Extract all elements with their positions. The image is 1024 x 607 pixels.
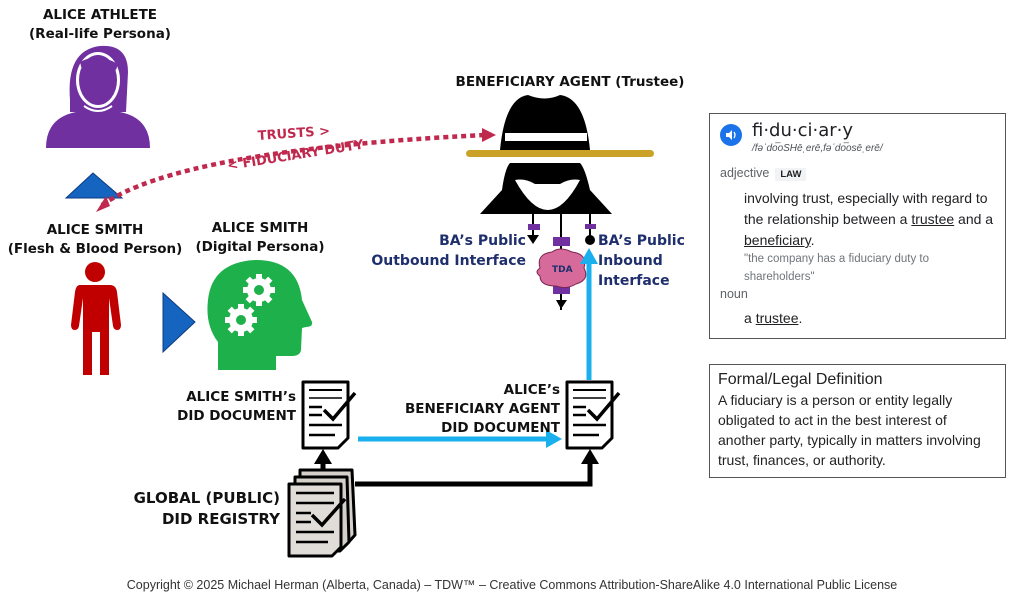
registry-line-1: GLOBAL (PUBLIC) (133, 489, 280, 507)
adj-def-end: . (810, 232, 815, 248)
trust-arrow (96, 128, 496, 212)
alice-did-doc-line-2: DID DOCUMENT (177, 408, 296, 424)
dictionary-pronunciation: /fəˈdo͞oSHēˌerē,fəˈdo͞osēˌerē/ (752, 143, 883, 154)
formal-definition-heading: Formal/Legal Definition (718, 371, 883, 388)
beneficiary-agent-label: BENEFICIARY AGENT (Trustee) (455, 74, 685, 90)
alice-athlete-title: ALICE ATHLETE (42, 7, 158, 23)
ba-did-doc-line-3: DID DOCUMENT (441, 420, 560, 436)
inbound-line-3: Interface (598, 273, 670, 289)
outbound-interface-label: BA’s Public Outbound Interface (350, 231, 526, 271)
adjective-label: adjective (720, 166, 770, 180)
real-life-persona-icon (46, 45, 150, 148)
inbound-socket-icon (585, 235, 595, 245)
speaker-icon[interactable] (720, 124, 742, 146)
link-triangle-right-icon (162, 291, 196, 354)
alice-athlete-subtitle: (Real-life Persona) (29, 26, 171, 42)
adjective-row: adjective LAW (720, 166, 807, 181)
ba-did-document-icon (565, 380, 621, 450)
copyright-footer: Copyright © 2025 Michael Herman (Alberta… (126, 578, 898, 592)
inbound-interface-label: BA’s Public Inbound Interface (598, 231, 698, 291)
did-registry-icon (287, 468, 357, 558)
beneficiary-link[interactable]: beneficiary (744, 232, 811, 248)
adj-def-text-1: involving trust, especially with regard … (744, 190, 988, 227)
ba-did-document-label: ALICE’s BENEFICIARY AGENT DID DOCUMENT (380, 381, 560, 438)
trustee-link[interactable]: trustee (911, 211, 955, 227)
trusts-label: TRUSTS > (257, 124, 330, 144)
noun-definition: a trustee. (744, 308, 1002, 329)
noun-trustee-link[interactable]: trustee (755, 310, 799, 326)
alice-did-document-label: ALICE SMITH’s DID DOCUMENT (160, 388, 296, 426)
alice-did-document-icon (301, 380, 357, 450)
noun-def-prefix: a (744, 310, 752, 326)
law-tag: LAW (775, 168, 807, 181)
dictionary-word: fi·du·ci·ar·y (752, 120, 854, 141)
adj-def-text-2: and a (958, 211, 994, 227)
alice-athlete-label: ALICE ATHLETE (Real-life Persona) (20, 6, 180, 44)
alice-smith-person-label: ALICE SMITH (Flesh & Blood Person) (5, 221, 185, 259)
ba-did-doc-line-1: ALICE’s (503, 382, 560, 398)
tda-label: TDA (552, 265, 573, 275)
registry-label: GLOBAL (PUBLIC) DID REGISTRY (100, 488, 280, 530)
registry-arrows (314, 449, 599, 487)
alice-smith-digital-label: ALICE SMITH (Digital Persona) (195, 219, 325, 257)
alice-smith-digital-title: ALICE SMITH (211, 220, 309, 236)
ba-did-doc-line-2: BENEFICIARY AGENT (404, 401, 560, 417)
tda-brain-icon (536, 248, 587, 289)
noun-label: noun (720, 287, 748, 301)
outbound-line-1: BA’s Public (439, 233, 526, 249)
dictionary-card: fi·du·ci·ar·y /fəˈdo͞oSHēˌerē,fəˈdo͞osēˌ… (709, 113, 1006, 339)
link-triangle-up-icon (64, 172, 124, 199)
example-sentence: "the company has a fiduciary duty to sha… (744, 253, 929, 283)
formal-definition-body: A fiduciary is a person or entity legall… (718, 392, 981, 468)
formal-definition-box: Formal/Legal Definition A fiduciary is a… (709, 364, 1006, 478)
registry-line-2: DID REGISTRY (161, 510, 280, 528)
noun-def-end: . (798, 310, 803, 326)
alice-smith-person-title: ALICE SMITH (46, 222, 144, 238)
alice-smith-person-subtitle: (Flesh & Blood Person) (7, 241, 183, 257)
outbound-arrow-icon (527, 235, 539, 244)
adjective-definition: involving trust, especially with regard … (744, 188, 1002, 251)
beneficiary-agent-icon (466, 95, 654, 214)
inbound-line-2: Inbound (598, 253, 663, 269)
outbound-line-2: Outbound Interface (371, 253, 526, 269)
alice-smith-digital-subtitle: (Digital Persona) (195, 239, 325, 255)
digital-persona-icon (207, 260, 313, 370)
fiduciary-duty-label: < FIDUCIARY DUTY (226, 137, 365, 173)
flesh-blood-person-icon (71, 262, 121, 375)
inbound-line-1: BA’s Public (598, 233, 685, 249)
cyan-flow-arrows (358, 248, 598, 448)
alice-did-doc-line-1: ALICE SMITH’s (186, 389, 296, 405)
